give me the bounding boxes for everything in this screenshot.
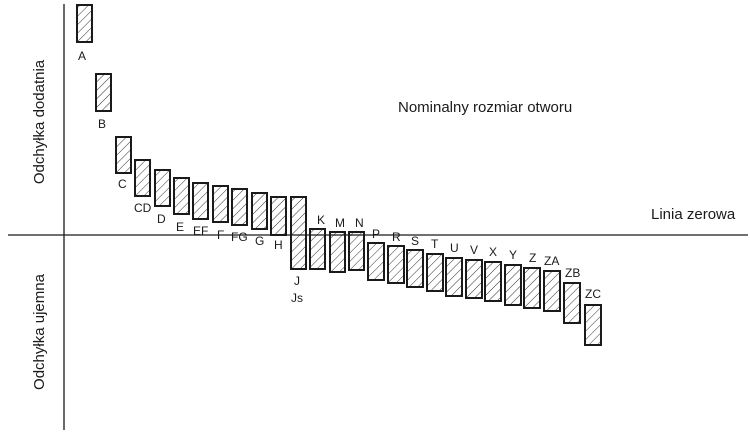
zone-label-j: J <box>294 274 300 288</box>
zone-label-p: P <box>372 227 380 241</box>
zone-label-zc: ZC <box>585 287 601 301</box>
zone-box-h <box>270 196 287 236</box>
zone-box-u <box>445 257 463 297</box>
zone-box-z <box>523 267 541 309</box>
zone-box-ef <box>192 182 209 220</box>
zone-label-x: X <box>489 245 497 259</box>
zone-box-zb <box>563 282 581 324</box>
zone-box-y <box>504 264 522 306</box>
zone-box-r <box>387 245 405 284</box>
zone-box-j <box>290 196 307 270</box>
zone-box-d <box>154 169 171 207</box>
zone-box-zc <box>584 304 602 346</box>
zone-label-y: Y <box>509 248 517 262</box>
zone-box-v <box>465 259 483 299</box>
zone-box-a <box>76 4 93 43</box>
zero-line-label: Linia zerowa <box>651 206 736 223</box>
zone-box-za <box>543 270 561 312</box>
zone-label-s: S <box>411 234 419 248</box>
zone-label-k: K <box>317 213 325 227</box>
zone-label-b: B <box>98 117 106 131</box>
zone-box-g <box>251 192 268 230</box>
zone-label-r: R <box>392 230 401 244</box>
zone-label-v: V <box>470 243 478 257</box>
zone-label-f: F <box>217 228 224 242</box>
title-label: Nominalny rozmiar otworu <box>398 99 572 116</box>
zone-box-s <box>406 249 424 288</box>
zone-label-cd: CD <box>134 201 152 215</box>
zone-box-p <box>367 242 385 281</box>
zone-label-js: Js <box>291 291 303 305</box>
zone-box-m <box>329 231 346 273</box>
zone-label-u: U <box>450 241 459 255</box>
zone-label-za: ZA <box>544 254 559 268</box>
zone-label-m: M <box>335 216 345 230</box>
zone-box-c <box>115 136 132 174</box>
positive-deviation-label: Odchyłka dodatnia <box>31 59 48 184</box>
zone-box-fg <box>231 188 248 226</box>
zone-box-x <box>484 261 502 302</box>
negative-deviation-label: Odchyłka ujemna <box>31 273 48 390</box>
zone-label-h: H <box>274 238 283 252</box>
zone-box-cd <box>134 159 151 197</box>
zone-label-a: A <box>78 49 86 63</box>
zone-label-g: G <box>255 234 264 248</box>
zone-label-c: C <box>118 177 127 191</box>
zone-label-d: D <box>157 212 166 226</box>
zone-box-f <box>212 185 229 223</box>
zone-box-n <box>348 231 365 271</box>
zone-label-t: T <box>431 237 439 251</box>
zone-label-fg: FG <box>231 230 248 244</box>
zone-label-zb: ZB <box>565 266 580 280</box>
zone-box-e <box>173 177 190 215</box>
zone-box-k <box>309 228 326 270</box>
zone-label-n: N <box>355 216 364 230</box>
zone-label-z: Z <box>529 251 536 265</box>
zone-label-e: E <box>176 220 184 234</box>
zone-label-ef: EF <box>193 224 208 238</box>
zone-box-t <box>426 253 444 292</box>
zone-box-b <box>95 73 112 112</box>
